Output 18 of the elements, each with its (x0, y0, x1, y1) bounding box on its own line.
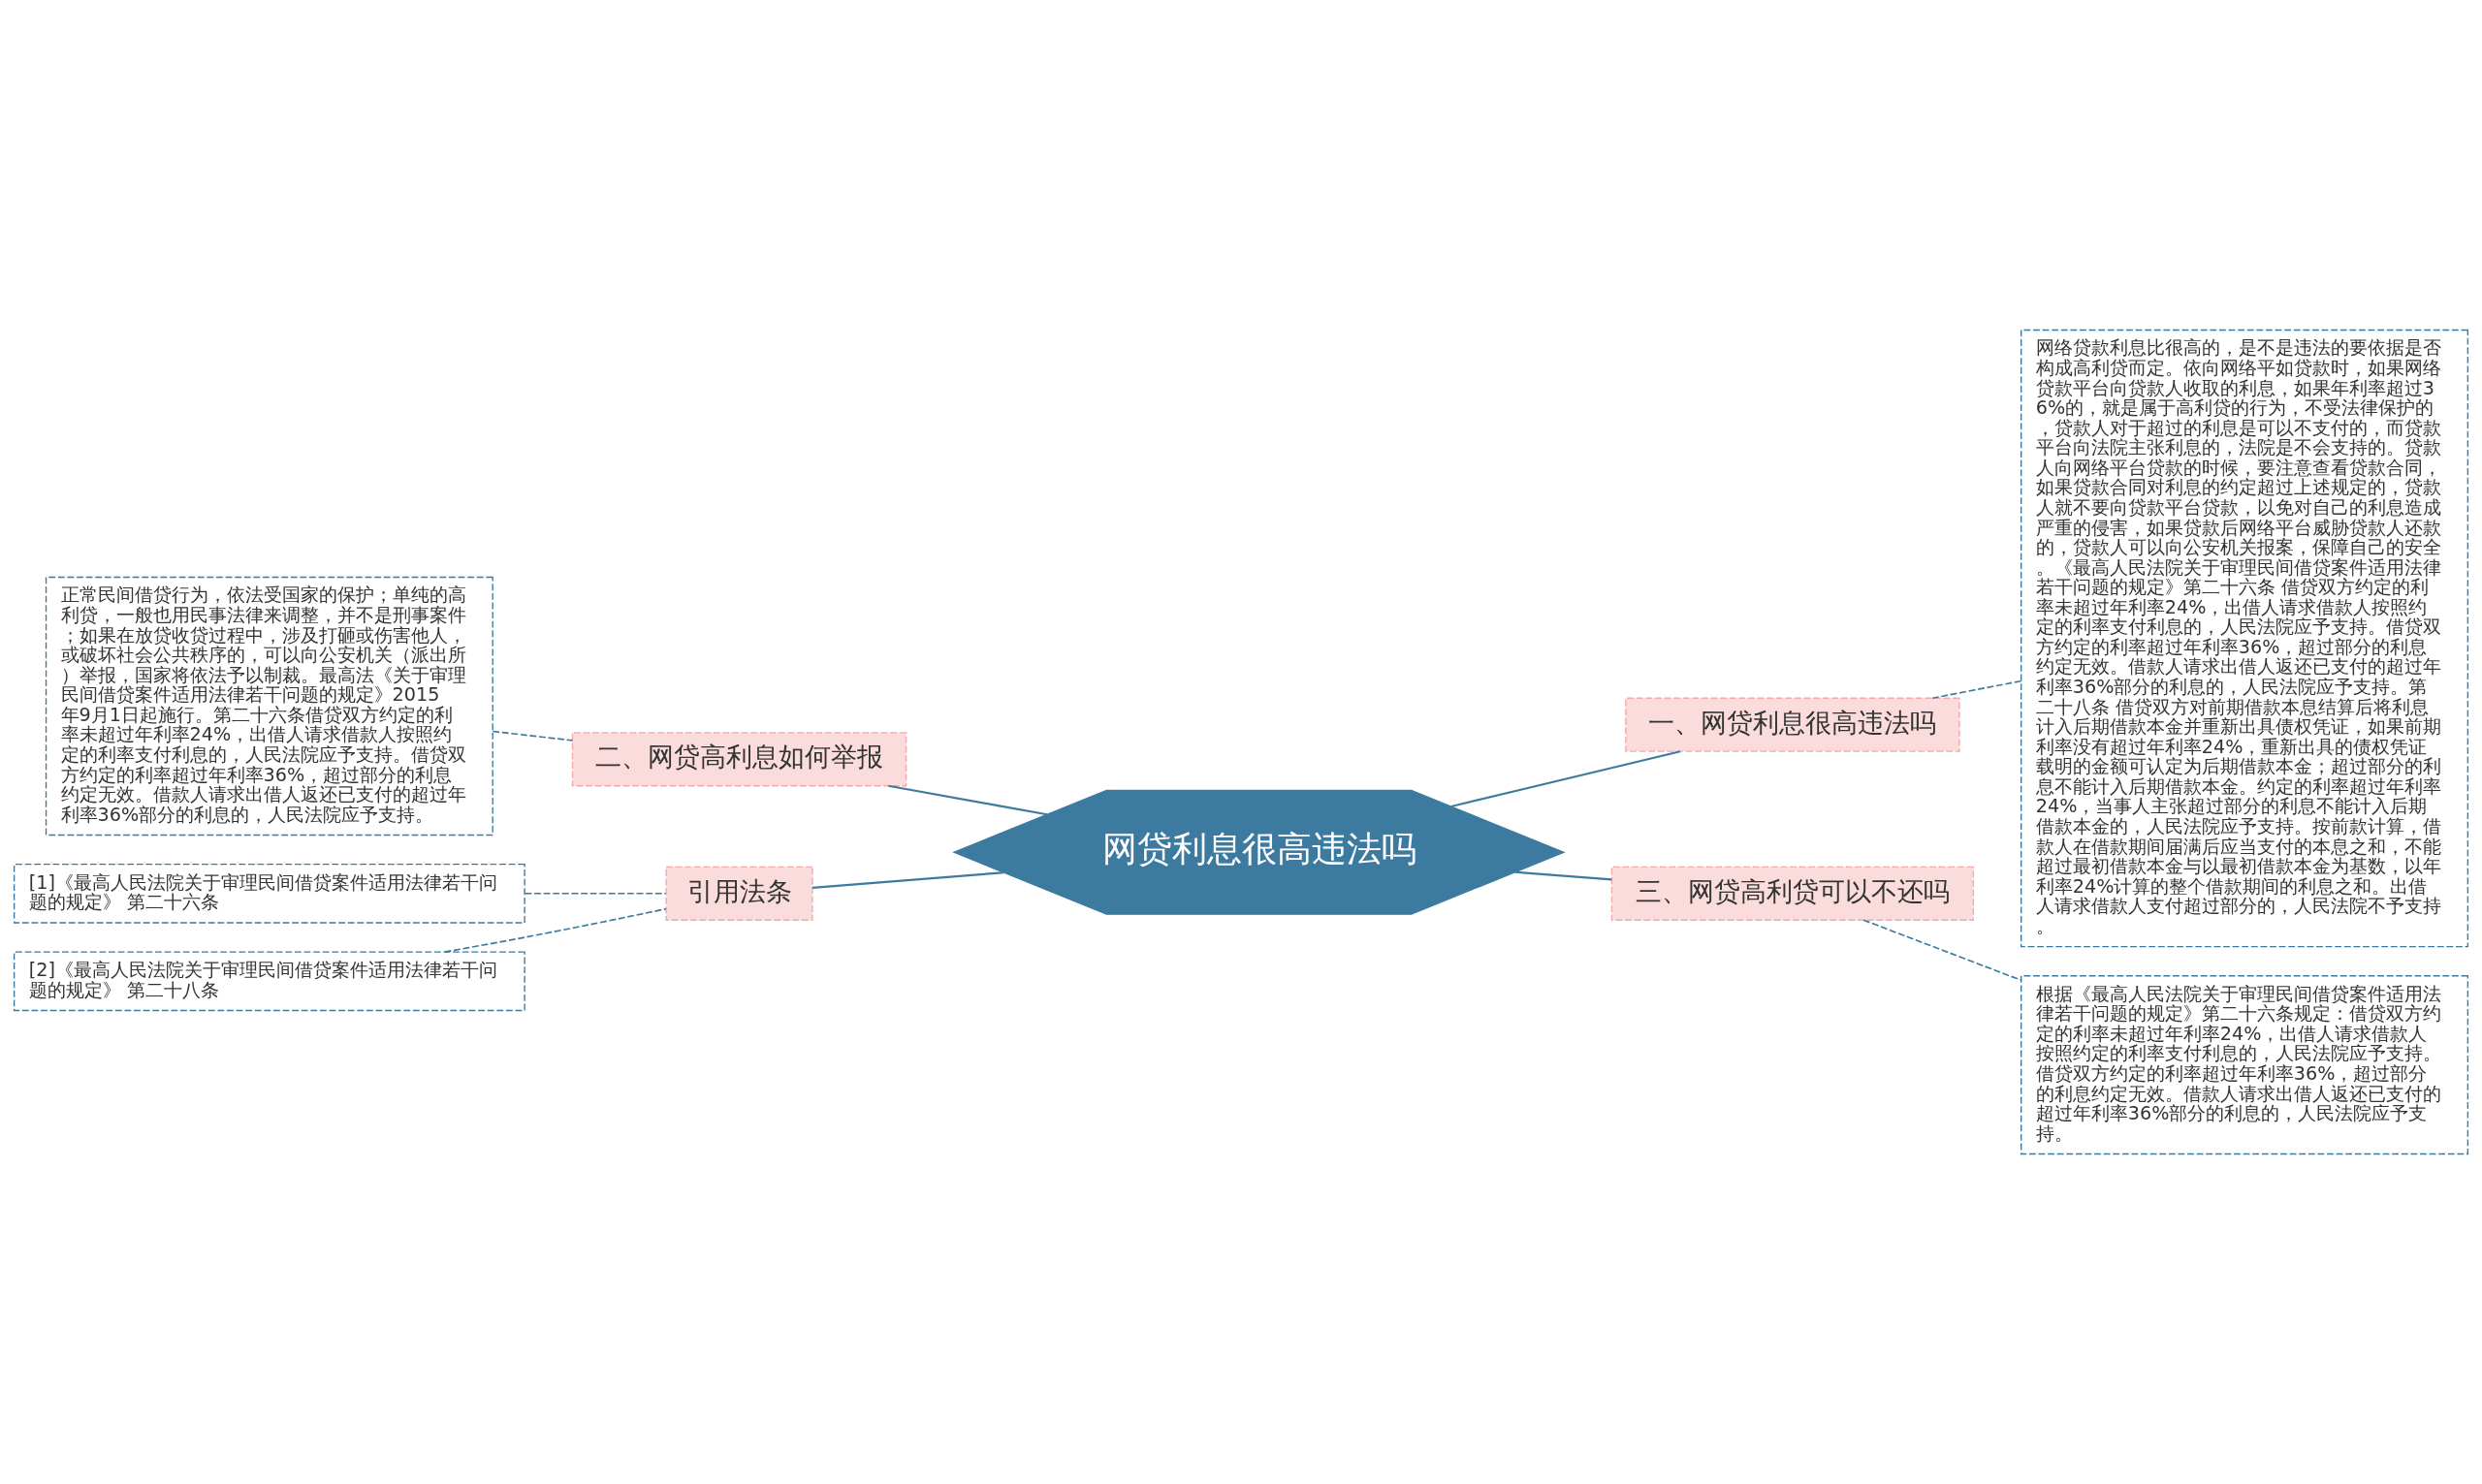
node-box: 网络贷款利息比很高的，是不是违法的要依据是否构成高利贷而定。依向网络平如贷款时，如果网络贷款平台向贷款人收取的利息，如果年利率超过36%的，就是属于高利贷的行为，不受法律保护的，贷款人对于超过的利息是可以不支付的，而贷款平台向法院主张利息的，法院是不会支持的。贷款人向网络平台贷款的时候，要注意查看贷款合同，如果贷款合同对利息的约定超过上述规定的，贷款人就不要向贷款平台贷款，以免对自己的利息造成严重的侵害，如果贷款后网络平台威胁贷款人还款的，贷款人可以向公安机关报案，保障自己的安全。《最高人民法院关于审理民间借贷案件适用法律若干问题的规定》第二十六条 借贷双方约定的利率未超过年利率24%，出借人请求借款人按照约定的利率支付利息的，人民法院应予支持。借贷双方约定的利率超过年利率36%，超过部分的利息约定无效。借款人请求出借人返还已支付的超过年利率36%部分的利息的，人民法院应予支持。第二十八条 借贷双方对前期借款本息结算后将利息计入后期借款本金并重新出具债权凭证，如果前期利率没有超过年利率24%，重新出具的债权凭证载明的金额可认定为后期借款本金；超过部分的利息不能计入后期借款本金。约定的利率超过年利率24%，当事人主张超过部分的利息不能计入后期借款本金的，人民法院应予支持。按前款计算，借款人在借款期间届满后应当支付的本息之和，不能超过最初借款本金与以最初借款本金为基数，以年利率24%计算的整个借款期间的利息之和。出借人请求借款人支付超过部分的，人民法院不予支持。 (2021, 329, 2469, 948)
connector (1931, 679, 2022, 700)
connector (1862, 919, 2022, 981)
node-box: [1]《最高人民法院关于审理民间借贷案件适用法律若干问题的规定》 第二十六条 (13, 863, 525, 924)
connector (888, 784, 1048, 816)
node-box: 二、网贷高利息如何举报 (571, 732, 907, 787)
node-box: 根据《最高人民法院关于审理民间借贷案件适用法律若干问题的规定》第二十六条规定：借贷双方约定的利率未超过年利率24%，出借人请求借款人按照约定的利率支付利息的，人民法院应予支持。借贷双方约定的利率超过年利率36%，超过部分的利息约定无效。借款人请求出借人返还已支付的超过年利率36%部分的利息的，人民法院应予支持。 (2021, 975, 2469, 1155)
connector (492, 730, 574, 742)
node-box: 引用法条 (665, 866, 813, 921)
node-box: 三、网贷高利贷可以不还吗 (1610, 866, 1975, 921)
node-box: 正常民间借贷行为，依法受国家的保护；单纯的高利贷，一般也用民事法律来调整，并不是刑事案件；如果在放贷收贷过程中，涉及打砸或伤害他人，或破坏社会公共秩序的，可以向公安机关（派出所）举报，国家将依法予以制裁。最高法《关于审理民间借贷案件适用法律若干问题的规定》2015年9月1日起施行。第二十六条借贷双方约定的利率未超过年利率24%，出借人请求借款人按照约定的利率支付利息的，人民法院应予支持。借贷双方约定的利率超过年利率36%，超过部分的利息约定无效。借款人请求出借人返还已支付的超过年利率36%部分的利息的，人民法院应予支持。 (45, 576, 493, 837)
node-box: 一、网贷利息很高违法吗 (1625, 697, 1960, 752)
connector (1514, 870, 1612, 881)
connector (524, 892, 667, 895)
connector (1450, 750, 1681, 808)
node-box: [2]《最高人民法院关于审理民间借贷案件适用法律若干问题的规定》 第二十八条 (13, 951, 525, 1012)
connector (811, 871, 1004, 889)
connector (443, 907, 667, 953)
